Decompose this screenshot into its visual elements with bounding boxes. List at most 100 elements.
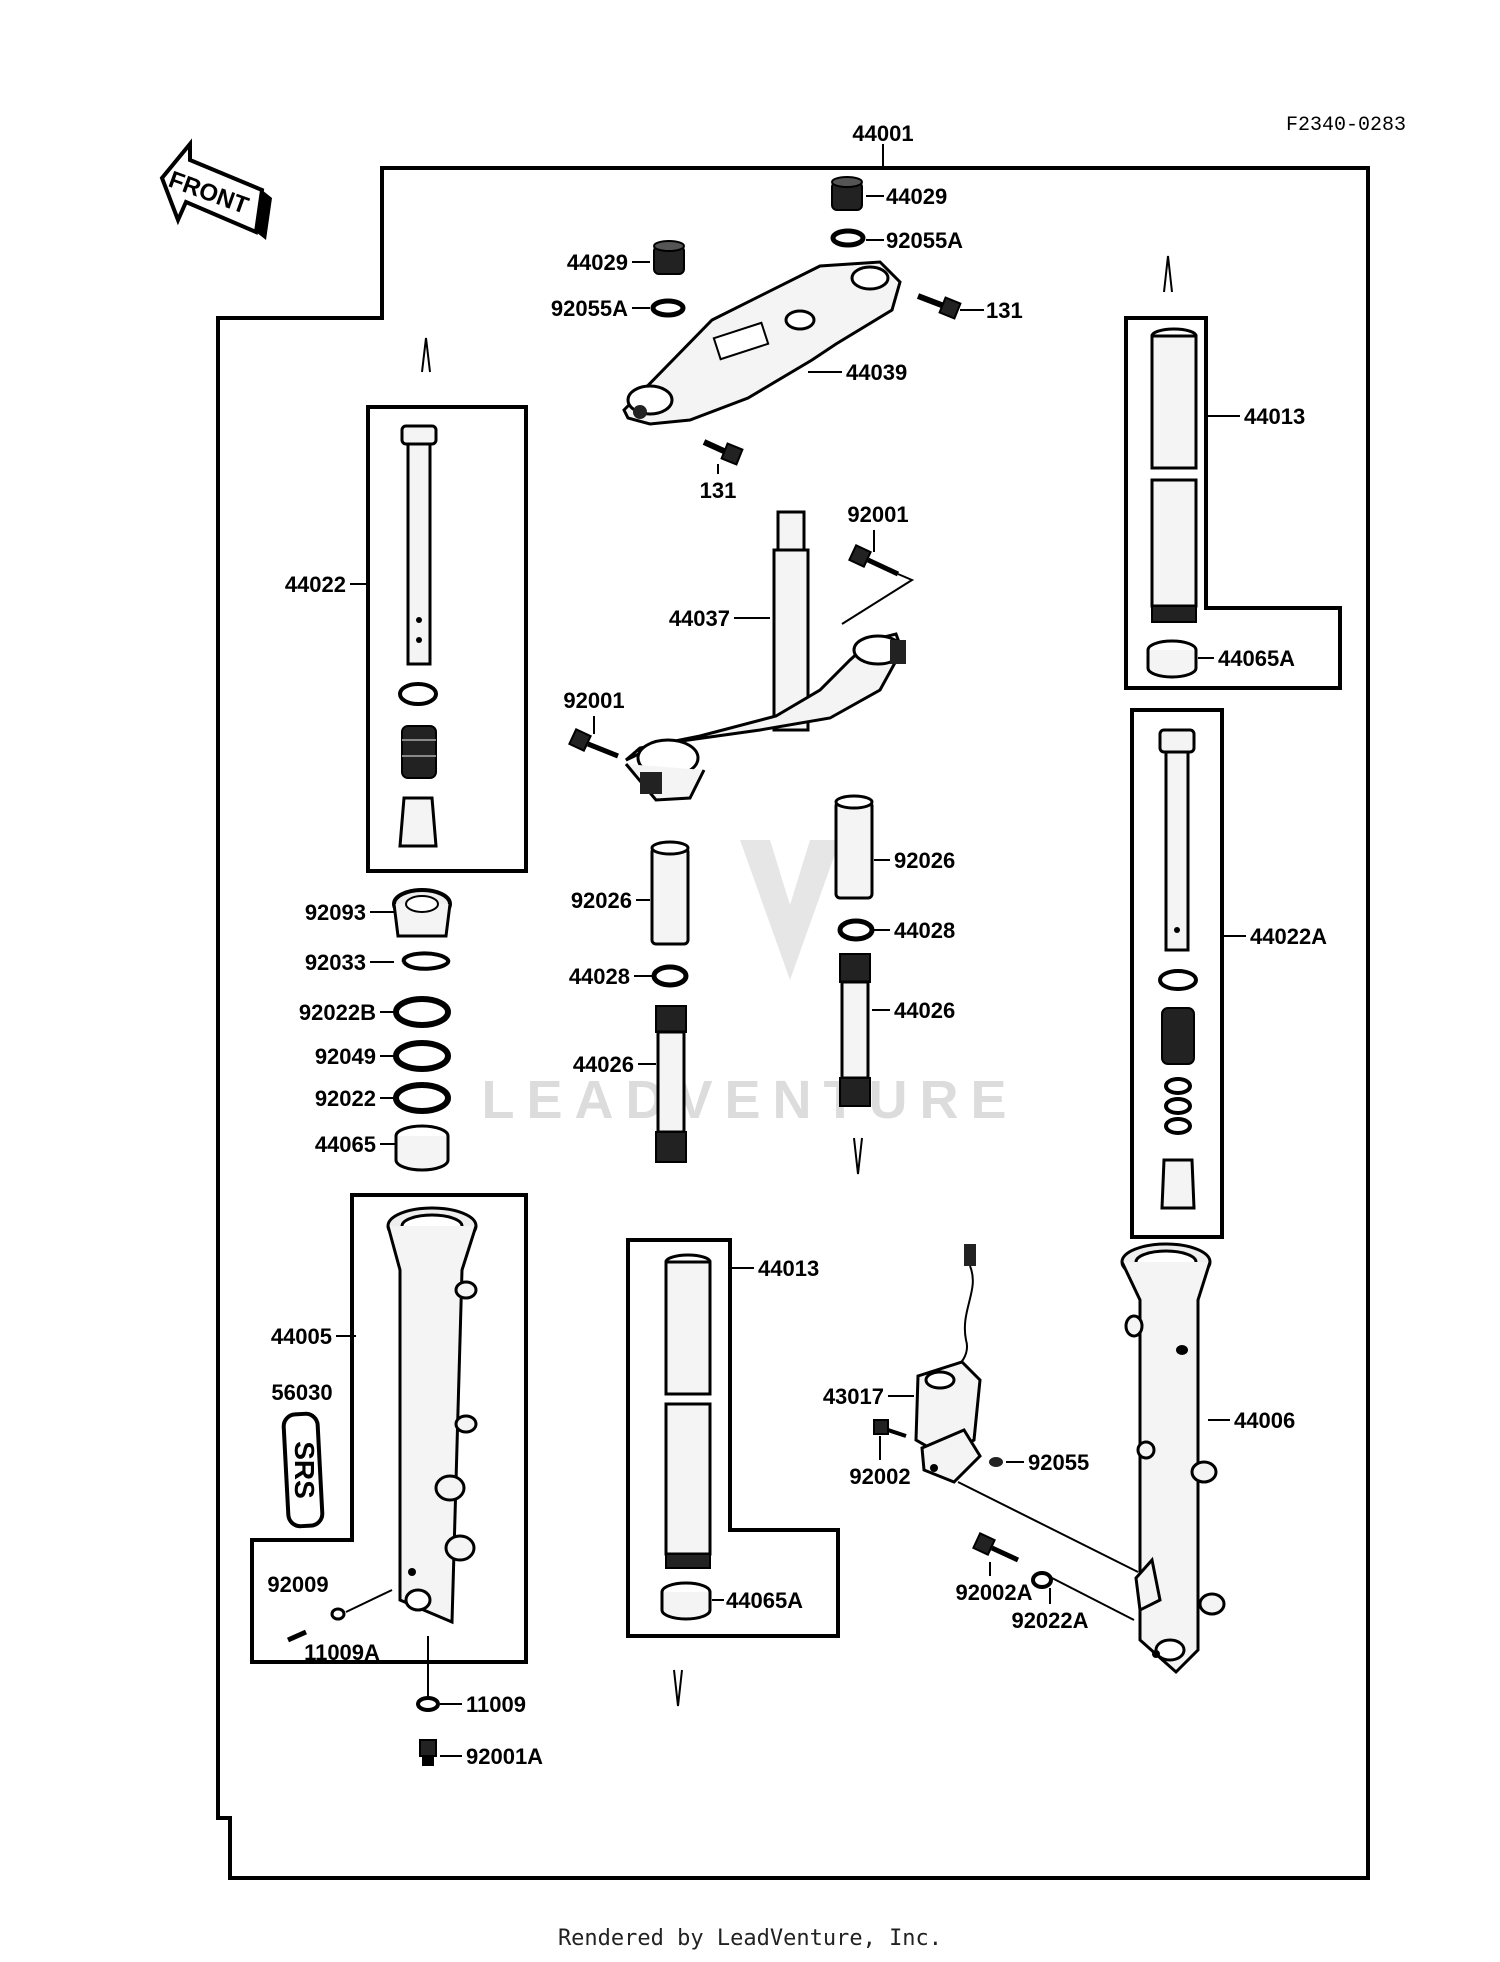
emblem-text: SRS	[289, 1441, 320, 1499]
center-pipe-box	[626, 1238, 840, 1638]
label-44006: 44006	[1234, 1408, 1295, 1433]
label-44028-left: 44028	[569, 964, 630, 989]
label-44013-center: 44013	[758, 1256, 819, 1281]
label-44028-right: 44028	[894, 918, 955, 943]
seat-right	[837, 918, 875, 942]
label-44029-left: 44029	[567, 250, 628, 275]
label-44039: 44039	[846, 360, 907, 385]
outer-tube-left	[386, 1206, 478, 1625]
spring-left	[655, 1005, 687, 1163]
stem-bolt-top	[848, 544, 900, 577]
outer-left-box	[250, 1193, 528, 1664]
front-arrow-icon: FRONT	[159, 138, 272, 240]
label-92022: 92022	[315, 1086, 376, 1111]
bolt-131-right	[916, 293, 962, 320]
reference-code: F2340-0283	[1286, 114, 1406, 137]
collar-left	[650, 846, 690, 946]
label-44022a: 44022A	[1250, 924, 1327, 949]
upper-bracket	[622, 260, 902, 426]
label-43017: 43017	[823, 1384, 884, 1409]
oring-top	[830, 228, 866, 248]
leader-line	[841, 573, 915, 625]
label-92055a-top: 92055A	[886, 228, 963, 253]
label-92022a: 92022A	[1011, 1608, 1088, 1633]
direction-marker	[853, 1137, 863, 1175]
right-top-pipe	[1150, 327, 1198, 623]
label-92026-right: 92026	[894, 848, 955, 873]
label-44037: 44037	[669, 606, 730, 631]
top-cap-left	[653, 240, 685, 275]
left-damper-tube	[398, 424, 438, 848]
anti-dive-valve	[914, 1244, 982, 1484]
seat-left	[651, 964, 689, 988]
label-92026-left: 92026	[571, 888, 632, 913]
label-92093: 92093	[305, 900, 366, 925]
outer-tube-right	[1120, 1242, 1226, 1675]
steering-stem	[624, 510, 906, 802]
direction-marker	[673, 1669, 683, 1707]
label-56030: 56030	[271, 1380, 332, 1405]
stem-bolt-left	[568, 728, 619, 759]
label-92022b: 92022B	[299, 1000, 376, 1025]
label-92001-top: 92001	[847, 502, 908, 527]
label-131-lower: 131	[700, 478, 737, 503]
label-92055a-left: 92055A	[551, 296, 628, 321]
watermark-text: LEADVENTURE	[481, 1070, 1018, 1130]
bolt-131-lower	[702, 439, 744, 466]
washer-92022b	[393, 996, 451, 1028]
spring-right	[839, 953, 871, 1107]
label-44029-top: 44029	[886, 184, 947, 209]
label-92033: 92033	[305, 950, 366, 975]
left-tube-box	[366, 405, 528, 873]
direction-marker	[1163, 255, 1173, 293]
assembly-frame	[216, 166, 1370, 1880]
label-11009a: 11009A	[304, 1640, 380, 1665]
label-92002: 92002	[849, 1464, 910, 1489]
label-44065: 44065	[315, 1132, 376, 1157]
bush-44065	[394, 1124, 450, 1172]
label-44005: 44005	[271, 1324, 332, 1349]
right-cylinder	[1158, 728, 1198, 1210]
bolt-92002a	[972, 1532, 1020, 1563]
label-92009: 92009	[267, 1572, 328, 1597]
label-44001: 44001	[852, 121, 913, 146]
label-44026-left: 44026	[573, 1052, 634, 1077]
srs-emblem: SRS	[281, 1411, 325, 1529]
oring-left	[650, 298, 686, 318]
oil-seal	[393, 1040, 451, 1072]
label-92001-left: 92001	[563, 688, 624, 713]
washer-92022	[393, 1082, 451, 1114]
circlip	[402, 951, 450, 971]
dust-seal	[392, 888, 452, 938]
washer-11009a	[330, 1607, 346, 1621]
right-top-bush	[1146, 639, 1198, 679]
right-top-box	[1124, 316, 1342, 690]
direction-marker	[421, 337, 431, 373]
valve-oring	[989, 1457, 1003, 1467]
washer-92022a	[1031, 1571, 1053, 1589]
label-11009: 11009	[466, 1692, 526, 1717]
label-92049: 92049	[315, 1044, 376, 1069]
gasket-11009	[416, 1696, 440, 1712]
label-92002a: 92002A	[955, 1580, 1032, 1605]
label-44065a-right: 44065A	[1218, 646, 1295, 671]
label-44026-right: 44026	[894, 998, 955, 1023]
label-131-right: 131	[986, 298, 1023, 323]
footer-credit: Rendered by LeadVenture, Inc.	[557, 1926, 943, 1951]
label-92055: 92055	[1028, 1450, 1089, 1475]
center-pipe	[664, 1253, 712, 1569]
label-44065a-center: 44065A	[726, 1588, 803, 1613]
valve-bolt	[873, 1419, 907, 1438]
leader-line	[957, 1481, 1139, 1573]
label-44022: 44022	[285, 572, 346, 597]
top-cap-right	[831, 176, 863, 211]
screw-92009	[286, 1629, 308, 1643]
watermark: LEADVENTURE	[481, 840, 1018, 1130]
bottom-bolt	[419, 1739, 437, 1766]
collar-right	[834, 800, 874, 900]
right-cylinder-box	[1130, 708, 1224, 1239]
watermark-logo	[740, 840, 840, 980]
center-bush	[660, 1581, 712, 1621]
label-92001a: 92001A	[466, 1744, 543, 1769]
